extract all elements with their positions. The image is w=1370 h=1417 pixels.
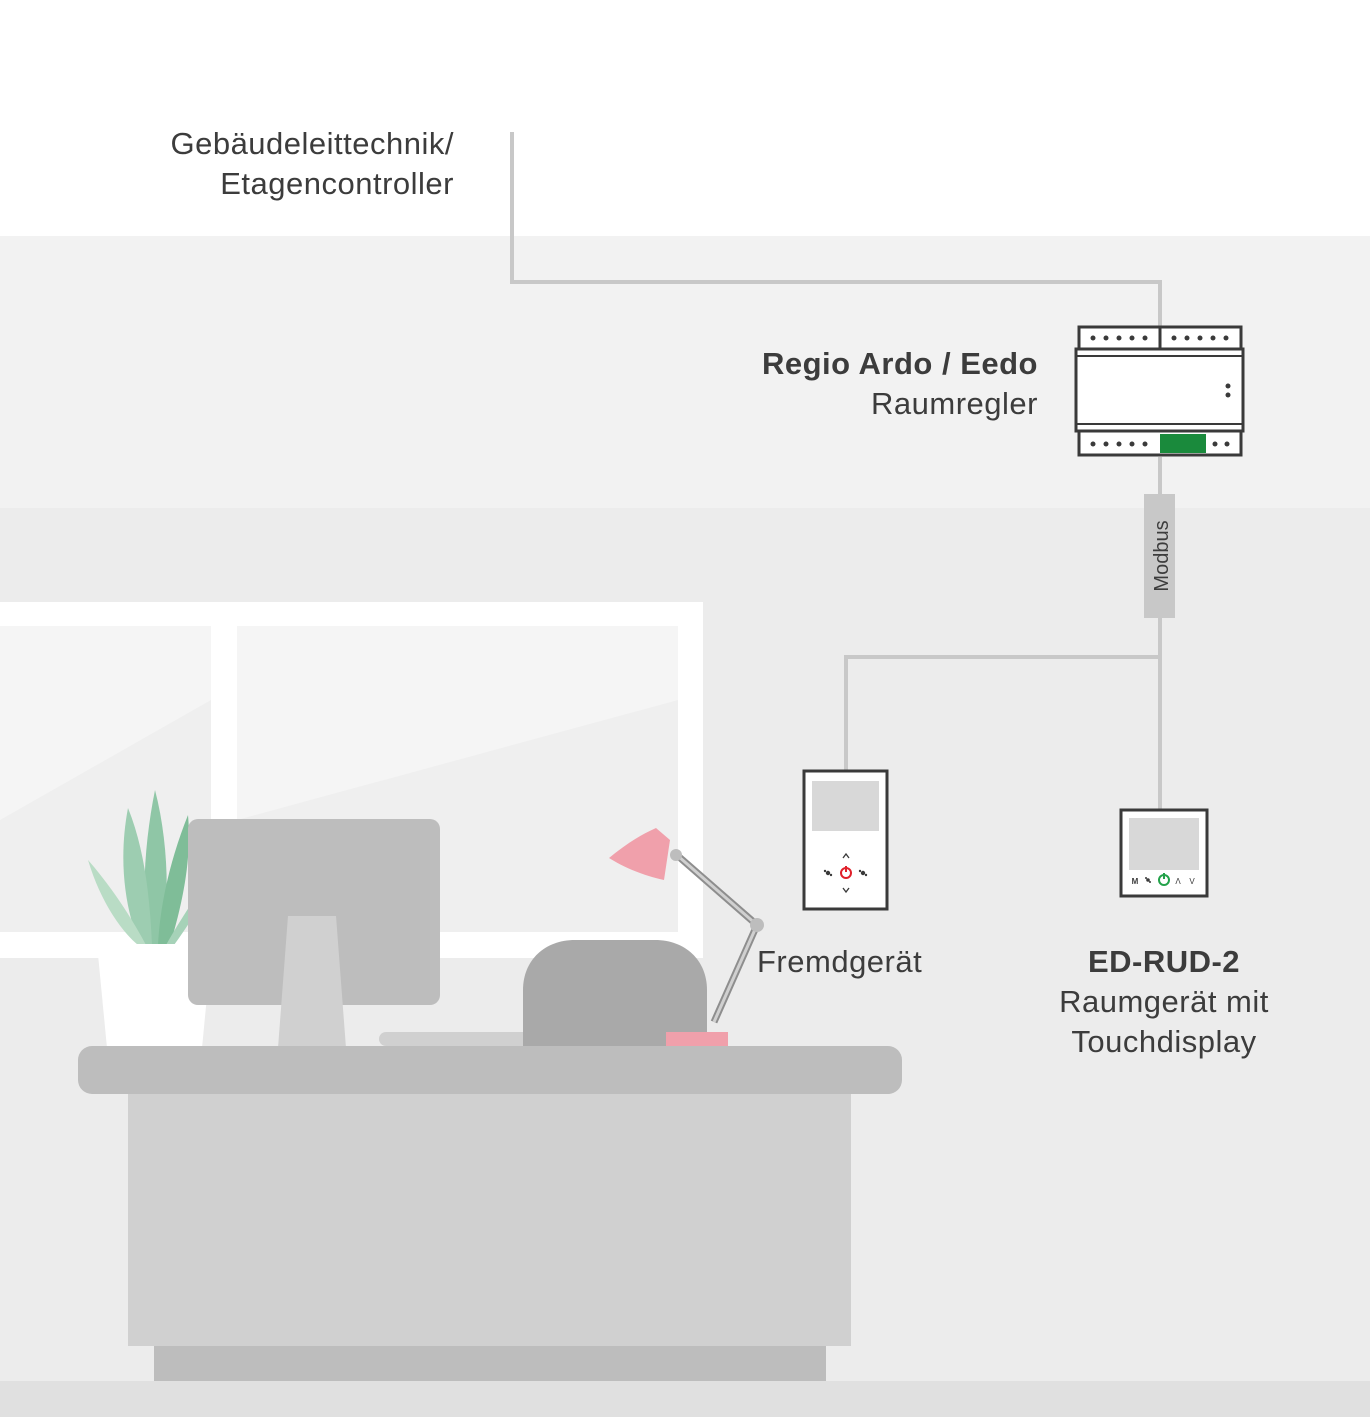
building-system-line2: Etagencontroller [220, 166, 454, 201]
floor-strip [0, 1381, 1370, 1417]
fan-icon-2 [858, 869, 868, 877]
lamp-shade [609, 828, 670, 880]
desk [78, 1046, 902, 1381]
bg-top [0, 0, 1370, 236]
down-button-label: V [1189, 877, 1195, 886]
fan-icon-small [1145, 877, 1151, 883]
mode-button-label: M [1132, 877, 1139, 886]
wire-to-third-party [844, 655, 1160, 771]
plant-pot [97, 944, 212, 1048]
building-system-label: Gebäudeleittechnik/ Etagencontroller [170, 124, 454, 204]
controller-label: Regio Ardo / Eedo Raumregler [762, 344, 1038, 424]
modbus-label: Modbus [1151, 520, 1173, 591]
controller-device [1074, 325, 1245, 457]
chair [523, 940, 707, 1048]
room-unit-label: ED-RUD-2 Raumgerät mit Touchdisplay [1034, 942, 1294, 1062]
up-button-label: Λ [1175, 877, 1181, 886]
arrow-down-icon [842, 887, 850, 894]
controller-name: Regio Ardo / Eedo [761, 346, 1038, 381]
room-unit-device: M Λ V [1119, 808, 1209, 898]
third-party-device [802, 769, 889, 911]
touch-display [1129, 818, 1199, 870]
arrow-up-icon [842, 852, 850, 859]
controller-type: Raumregler [871, 386, 1038, 421]
third-party-label: Fremdgerät [757, 944, 923, 979]
green-terminal [1160, 434, 1206, 453]
desk-lamp [609, 828, 764, 1048]
modbus-box [1144, 494, 1175, 618]
monitor [188, 819, 440, 1048]
wiring [510, 132, 1162, 810]
lamp-base [666, 1032, 728, 1048]
room-unit-line1: Raumgerät mit [1059, 984, 1269, 1019]
wire-building-to-controller [510, 132, 1162, 327]
room-unit-name: ED-RUD-2 [1087, 944, 1241, 979]
fan-icon [823, 869, 833, 877]
building-system-line1: Gebäudeleittechnik/ [170, 126, 454, 161]
room-unit-line2: Touchdisplay [1071, 1024, 1257, 1059]
device-display [812, 781, 879, 831]
